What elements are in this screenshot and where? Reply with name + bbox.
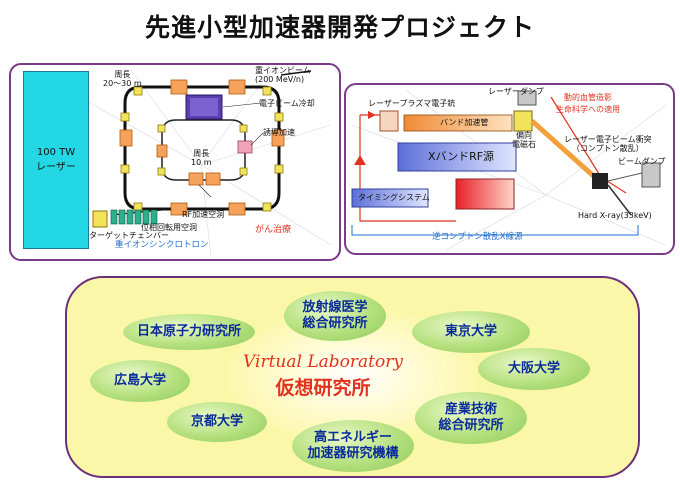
phase-rotation-label: 位相回転用空洞 [141,223,197,232]
member-aist: 産業技術 総合研究所 [415,392,527,444]
angiography-label: 動的血管造影 [564,93,612,102]
member-jaeri: 日本原子力研究所 [123,314,255,350]
member-nirs: 放射線医学 総合研究所 [284,291,386,341]
beam-dump-label: ビームダンプ [618,157,666,166]
collision-label: レーザー電子ビーム衝突 （コンプトン散乱） [564,135,652,154]
xband-rf-label: XバンドRF源 [428,150,495,163]
circumference-inner-label: 周長 10 m [191,149,212,168]
laser-box: 100 TW レーザー [23,71,89,249]
beam-dump-top-label: レーザーダンプ [488,87,544,96]
deflection-magnet-label: 偏向 電磁石 [512,131,536,150]
compton-drawing [350,89,667,251]
virtual-lab-title-ja: 仮想研究所 [275,377,371,399]
synchrotron-panel: 100 TW レーザー 周長 20～30 m 重イオンビーム (200 MeV/… [9,63,341,261]
target-chamber-label: ターゲットチェンバー [89,231,169,240]
induction-accel-label: 誘導加速 [263,128,295,137]
circumference-outer-label: 周長 20～30 m [103,70,142,89]
page-title: 先進小型加速器開発プロジェクト [144,13,535,42]
synchrotron-drawing [30,69,332,258]
laser-plasma-gun-label: レーザープラズマ電子銃 [368,99,456,108]
member-tokyo-univ: 東京大学 [412,311,530,353]
member-kyoto-univ: 京都大学 [167,402,267,442]
member-hiroshima-univ: 広島大学 [90,360,190,402]
synchrotron-label: 重イオンシンクロトロン [115,240,209,250]
compton-xray-label: 逆コンプトン散乱X線源 [432,232,523,242]
rf-cavity-label: RF加速空洞 [182,210,225,219]
cancer-therapy-label: がん治療 [255,225,292,235]
timing-system-label: タイミングシステム [358,193,430,202]
virtual-lab-title-en: Virtual Laboratory [243,352,403,372]
band-tube-label: バンド加速管 [440,118,489,127]
life-science-label: 生命科学への適用 [556,105,620,114]
heavy-ion-beam-label: 重イオンビーム (200 MeV/n) [255,66,311,85]
laser-label: 100 TW レーザー [36,147,76,173]
member-kek: 高エネルギー 加速器研究機構 [292,420,414,472]
compton-panel: レーザープラズマ電子銃 レーザーダンプ 動的血管造影 生命科学への適用 バンド加… [344,83,675,255]
member-osaka-univ: 大阪大学 [478,348,590,390]
electron-cooling-label: 電子ビーム冷却 [259,99,315,108]
hard-xray-label: Hard X-ray(33keV) [578,211,652,220]
